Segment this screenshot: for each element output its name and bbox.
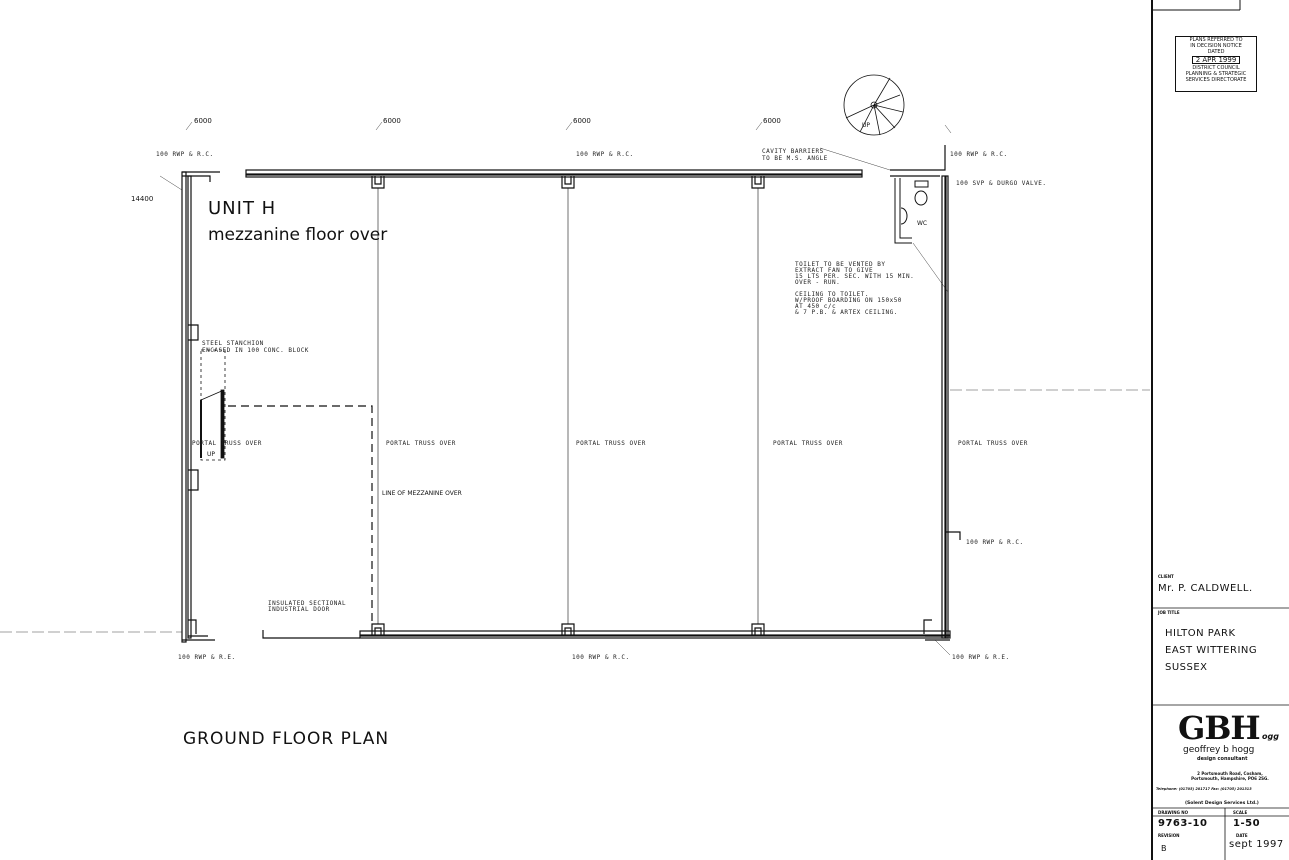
drawing-title: GROUND FLOOR PLAN xyxy=(183,729,390,749)
stamp-line: DATED xyxy=(1207,49,1225,55)
leader-lines xyxy=(0,121,1150,656)
stamp-line: SERVICES DIRECTORATE xyxy=(1185,77,1247,83)
parent-company: (Solent Design Services Ltd.) xyxy=(1185,801,1259,806)
job-title-line: SUSSEX xyxy=(1165,662,1208,673)
bay-dimension: 6000 xyxy=(763,117,781,125)
note-line: AT 450 c/c xyxy=(795,303,837,310)
stamp-date: 2 APR 1999 xyxy=(1191,56,1241,64)
note-line: 15 LTS PER. SEC. WITH 15 MIN. xyxy=(795,273,915,280)
rwp-note: 100 RWP & R.E. xyxy=(952,654,1010,661)
mezzanine-line xyxy=(228,405,373,622)
outer-walls xyxy=(181,145,961,643)
stair-up-label: UP xyxy=(207,451,216,458)
portal-truss-label: PORTAL TRUSS OVER xyxy=(386,440,456,447)
stamp-line: DISTRICT COUNCIL xyxy=(1192,65,1240,71)
unit-name: UNIT H xyxy=(208,198,277,219)
portal-truss-label: PORTAL TRUSS OVER xyxy=(773,440,843,447)
company-address: 2 Portsmouth Road, Cosham, Portsmouth, H… xyxy=(1175,771,1285,781)
date-label: DATE xyxy=(1236,833,1248,838)
steel-stanchion-note: STEEL STANCHION ENCASED IN 100 CONC. BLO… xyxy=(202,340,309,354)
note-line: OVER - RUN. xyxy=(795,279,841,286)
note-line: & 7 P.B. & ARTEX CEILING. xyxy=(795,309,898,316)
title-block-frame xyxy=(1151,0,1241,860)
revision: B xyxy=(1161,844,1167,853)
address-line: Portsmouth, Hampshire, PO6 2SG. xyxy=(1191,776,1269,781)
client-label: CLIENT xyxy=(1158,574,1174,579)
scale: 1-50 xyxy=(1233,818,1261,829)
cavity-barriers-note: CAVITY BARRIERS TO BE M.S. ANGLE xyxy=(762,148,828,162)
wc-label: WC xyxy=(917,220,928,227)
spiral-stair xyxy=(843,74,905,136)
overall-dimension: 14400 xyxy=(131,195,154,203)
bay-dimension: 6000 xyxy=(573,117,591,125)
company-role: design consultant xyxy=(1197,756,1248,762)
portal-truss-label: PORTAL TRUSS OVER xyxy=(192,440,262,447)
toilet-ceiling-note: CEILING TO TOILET. W/PROOF BOARDING ON 1… xyxy=(795,292,902,316)
company-logo: GBH xyxy=(1178,709,1261,747)
mezzanine-line-label: LINE OF MEZZANINE OVER xyxy=(382,490,462,497)
job-title: HILTON PARK EAST WITTERING SUSSEX xyxy=(1165,625,1257,676)
revision-label: REVISION xyxy=(1158,833,1180,838)
client-name: Mr. P. CALDWELL. xyxy=(1158,583,1253,594)
job-title-line: HILTON PARK xyxy=(1165,628,1236,639)
stamp-line: IN DECISION NOTICE xyxy=(1190,43,1242,49)
company-telephone: Telephone: (01705) 201717 Fax: (01705) 2… xyxy=(1156,787,1252,791)
drawing-no: 9763-10 xyxy=(1158,818,1208,829)
note-line: STEEL STANCHION xyxy=(202,340,264,347)
rwp-note: 100 RWP & R.C. xyxy=(576,151,634,158)
note-line: W/PROOF BOARDING ON 150x50 xyxy=(795,297,902,304)
rwp-note: 100 RWP & R.C. xyxy=(950,151,1008,158)
rwp-note: 100 RWP & R.C. xyxy=(572,654,630,661)
note-line: INSULATED SECTIONAL xyxy=(268,600,347,607)
drawing-date: sept 1997 xyxy=(1229,839,1284,850)
unit-subtitle: mezzanine floor over xyxy=(208,225,388,245)
scale-label: SCALE xyxy=(1233,810,1248,815)
stamp-line: PLANS REFERRED TO xyxy=(1189,37,1243,43)
bay-dimension: 6000 xyxy=(194,117,212,125)
note-line: CEILING TO TOILET. xyxy=(795,291,870,298)
note-line: TOILET TO BE VENTED BY xyxy=(795,261,886,268)
council-stamp: PLANS REFERRED TO IN DECISION NOTICE DAT… xyxy=(1175,36,1257,92)
company-logo-suffix: ogg xyxy=(1262,732,1279,741)
sectional-door-note: INSULATED SECTIONAL INDUSTRIAL DOOR xyxy=(268,601,346,613)
rwp-note: 100 RWP & R.E. xyxy=(178,654,236,661)
rwp-note: 100 RWP & R.C. xyxy=(966,539,1024,546)
portal-truss-label: PORTAL TRUSS OVER xyxy=(576,440,646,447)
portal-truss-lines xyxy=(377,188,759,624)
note-line: ENCASED IN 100 CONC. BLOCK xyxy=(202,347,309,354)
job-title-line: EAST WITTERING xyxy=(1165,645,1258,656)
note-line: INDUSTRIAL DOOR xyxy=(268,606,330,613)
toilet-ventilation-note: TOILET TO BE VENTED BY EXTRACT FAN TO GI… xyxy=(795,262,914,286)
wc-room xyxy=(894,178,949,293)
portal-truss-label: PORTAL TRUSS OVER xyxy=(958,440,1028,447)
note-line: EXTRACT FAN TO GIVE xyxy=(795,267,874,274)
drawing-no-label: DRAWING NO xyxy=(1158,810,1188,815)
company-name: geoffrey b hogg xyxy=(1183,745,1255,755)
job-title-label: JOB TITLE xyxy=(1158,610,1180,615)
svp-note: 100 SVP & DURGO VALVE. xyxy=(956,180,1047,187)
address-line: 2 Portsmouth Road, Cosham, xyxy=(1197,771,1263,776)
stair xyxy=(200,349,226,461)
rwp-note: 100 RWP & R.C. xyxy=(156,151,214,158)
bay-dimension: 6000 xyxy=(383,117,401,125)
stamp-line: PLANNING & STRATEGIC xyxy=(1185,71,1247,77)
spiral-stair-up-label: UP xyxy=(862,122,871,129)
